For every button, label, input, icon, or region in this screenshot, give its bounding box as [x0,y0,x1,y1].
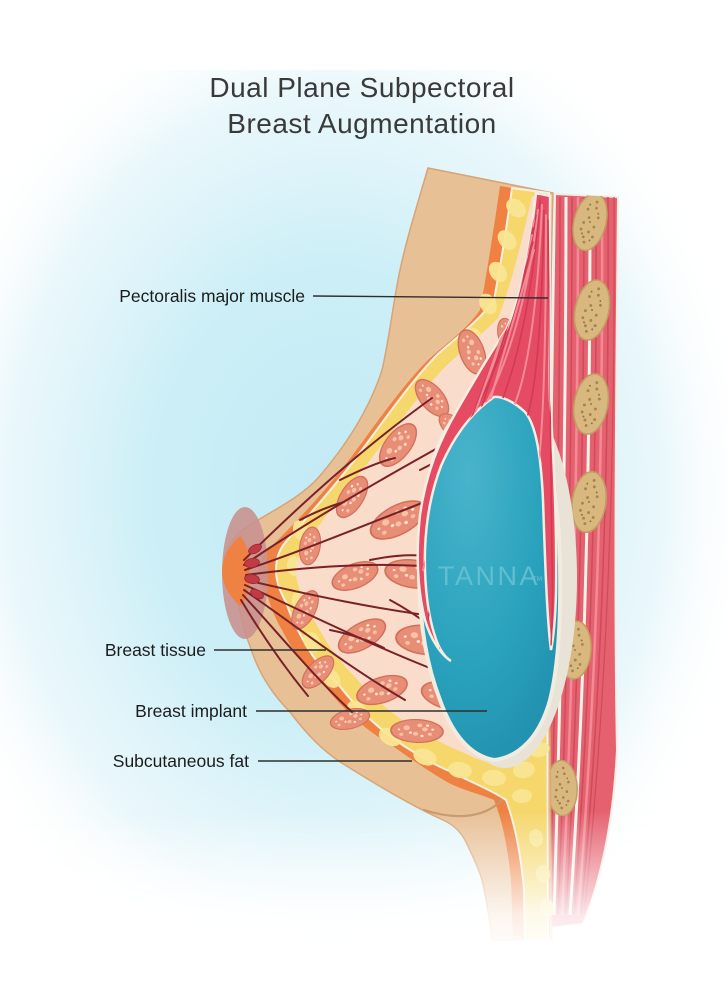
label-breast-tissue-text: Breast tissue [105,640,206,660]
title-line-1: Dual Plane Subpectoral [209,72,514,103]
label-breast-tissue: Breast tissue [105,640,326,660]
label-subcutaneous-fat-text: Subcutaneous fat [113,751,249,771]
milk-duct-lines [240,397,471,713]
watermark-trademark: ™ [532,575,543,587]
chest-wall-muscle-column [548,193,619,929]
label-pectoralis-text: Pectoralis major muscle [119,286,305,306]
chest-wall-striations [549,194,616,916]
leader-line-pectoralis [312,295,549,299]
label-breast-implant: Breast implant [135,701,487,721]
bottom-fade [0,810,728,1000]
label-pectoralis-major-muscle: Pectoralis major muscle [119,286,549,306]
title-line-2: Breast Augmentation [227,108,496,139]
label-breast-implant-text: Breast implant [135,701,247,721]
label-subcutaneous-fat: Subcutaneous fat [113,751,412,771]
page-title: Dual Plane Subpectoral Breast Augmentati… [209,72,514,139]
nipple-bump [222,536,250,606]
lactiferous-sinuses [244,543,264,600]
watermark-text: TANNA [438,561,540,591]
